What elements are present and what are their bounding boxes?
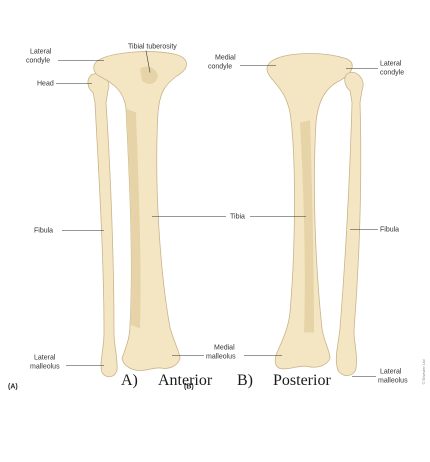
label-fibula-a: Fibula — [34, 228, 53, 235]
label-lateral-condyle-a-1: Lateral — [30, 49, 52, 56]
anterior-view — [88, 52, 187, 377]
label-head: Head — [37, 81, 54, 88]
caption-a-view: Anterior — [158, 372, 212, 390]
label-medial-condyle-b-2: condyle — [208, 64, 232, 71]
label-fibula-b: Fibula — [380, 227, 399, 234]
caption-a-letter: A) — [121, 372, 138, 390]
caption-b-view: Posterior — [273, 372, 331, 390]
label-lateral-malleolus-a-1: Lateral — [34, 355, 56, 362]
label-lateral-malleolus-a-2: malleolus — [30, 364, 60, 371]
label-lateral-condyle-b-2: condyle — [380, 70, 404, 77]
label-medial-malleolus-b-2: malleolus — [206, 354, 236, 361]
label-lateral-condyle-a-2: condyle — [26, 58, 50, 65]
figure-caption: A) Anterior B) Posterior — [0, 372, 430, 392]
label-medial-condyle-b-1: Medial — [215, 55, 236, 62]
posterior-view — [267, 54, 363, 376]
fibula-posterior — [336, 72, 363, 375]
label-tibia: Tibia — [230, 214, 245, 221]
bone-diagram: Tibial tuberosity Lateral condyle Head F… — [0, 0, 430, 425]
label-tibial-tuberosity: Tibial tuberosity — [128, 44, 177, 51]
label-medial-malleolus-b-1: Medial — [214, 345, 235, 352]
caption-b-letter: B) — [237, 372, 253, 390]
label-lateral-condyle-b-1: Lateral — [380, 61, 402, 68]
fibula-anterior — [88, 74, 117, 377]
